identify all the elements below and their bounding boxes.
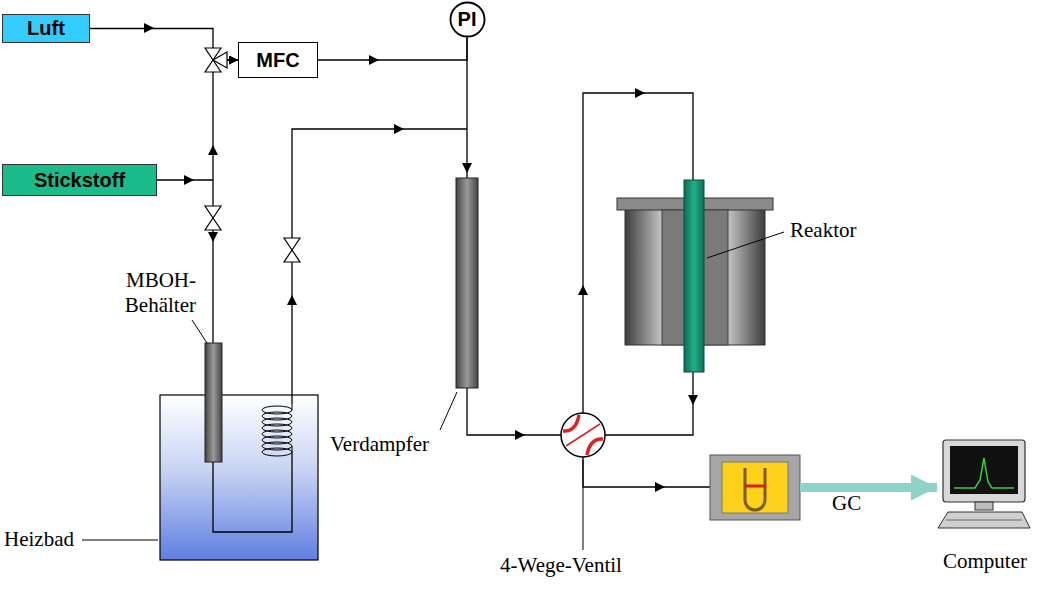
gas-line xyxy=(318,38,467,60)
heating-coil xyxy=(262,404,292,456)
part-label: Heizbad xyxy=(4,527,74,552)
reactor-tube xyxy=(684,180,704,372)
evaporator xyxy=(456,178,478,388)
leader-line xyxy=(440,392,457,430)
part-label: MBOH- Behälter xyxy=(100,268,196,318)
flow-arrow xyxy=(287,295,297,305)
indicator-circle xyxy=(450,2,484,36)
gas-source-box: Stickstoff xyxy=(2,164,157,196)
flow-arrow xyxy=(394,124,404,134)
shutoff-valve xyxy=(205,206,300,262)
flow-arrow xyxy=(184,175,194,185)
four-way-valve xyxy=(566,424,600,446)
node-text: GC xyxy=(832,491,861,516)
gas-chromatograph: GC xyxy=(710,455,800,520)
pressure-indicator: PI xyxy=(449,1,486,38)
flow-arrow xyxy=(515,430,525,440)
three-way-valve xyxy=(205,48,227,72)
leader-line xyxy=(192,320,207,343)
pipe xyxy=(605,372,693,435)
flow-arrow xyxy=(635,88,645,98)
gas-chromatograph xyxy=(722,462,788,513)
shutoff-valve xyxy=(205,218,221,230)
gas-line xyxy=(90,29,238,61)
reactor-tube xyxy=(684,180,704,372)
heating-coil xyxy=(292,404,293,410)
computer-icon xyxy=(950,446,1018,494)
node-text: PI xyxy=(458,8,477,31)
data-arrow xyxy=(800,483,937,492)
gas-line xyxy=(157,60,238,180)
flow-arrow xyxy=(578,285,588,295)
computer-icon xyxy=(946,520,1022,521)
four-way-valve xyxy=(587,439,603,455)
gas-chromatograph xyxy=(745,468,765,510)
four-way-valve xyxy=(561,413,605,457)
shutoff-valve xyxy=(284,250,300,262)
heating-bath xyxy=(160,395,318,560)
pipe xyxy=(213,452,292,532)
leader-line xyxy=(583,460,584,550)
pipe xyxy=(212,180,213,343)
computer-icon xyxy=(938,440,1030,528)
computer: Computer xyxy=(935,438,1035,578)
gas-chromatograph xyxy=(745,485,765,488)
four-way-valve xyxy=(563,415,579,431)
flow-arrow xyxy=(369,55,379,65)
heating-coil xyxy=(292,446,293,452)
flow-arrow xyxy=(688,395,698,405)
four-way-valve xyxy=(561,413,605,457)
flow-arrow xyxy=(208,232,218,242)
mass-flow-controller: MFC xyxy=(238,42,318,78)
leader-line xyxy=(82,232,784,550)
leader-line xyxy=(707,232,784,258)
three-way-valve xyxy=(213,52,227,68)
mboh-container xyxy=(205,343,222,462)
heating-bath xyxy=(160,395,318,560)
heating-coil xyxy=(262,448,292,456)
node-text: MFC xyxy=(256,49,299,72)
pipe xyxy=(292,129,467,404)
gas-chromatograph xyxy=(710,455,800,520)
part-label: Verdampfer xyxy=(330,432,429,457)
shutoff-valve xyxy=(284,238,300,250)
evaporator xyxy=(456,178,478,388)
part-label: 4-Wege-Ventil xyxy=(500,553,622,578)
gas-chromatograph xyxy=(710,455,800,520)
computer-icon xyxy=(943,440,1025,502)
computer-icon xyxy=(975,502,993,510)
computer-icon xyxy=(954,458,1014,488)
node-text: Luft xyxy=(27,17,65,40)
gas-source-box: Luft xyxy=(2,14,90,43)
pipe xyxy=(467,388,561,435)
part-label: Reaktor xyxy=(790,218,856,243)
flow-arrow xyxy=(144,23,154,33)
flow-arrow xyxy=(208,145,218,155)
flow-arrow xyxy=(462,163,472,173)
leader-line xyxy=(82,540,158,541)
mboh-container xyxy=(205,343,222,462)
computer-icon xyxy=(938,512,1030,528)
node-text: Stickstoff xyxy=(34,169,125,192)
flow-arrow xyxy=(144,23,698,492)
pipe xyxy=(583,457,710,487)
node-text: Computer xyxy=(943,549,1027,574)
shutoff-valve xyxy=(205,206,221,218)
flow-arrow xyxy=(655,482,665,492)
